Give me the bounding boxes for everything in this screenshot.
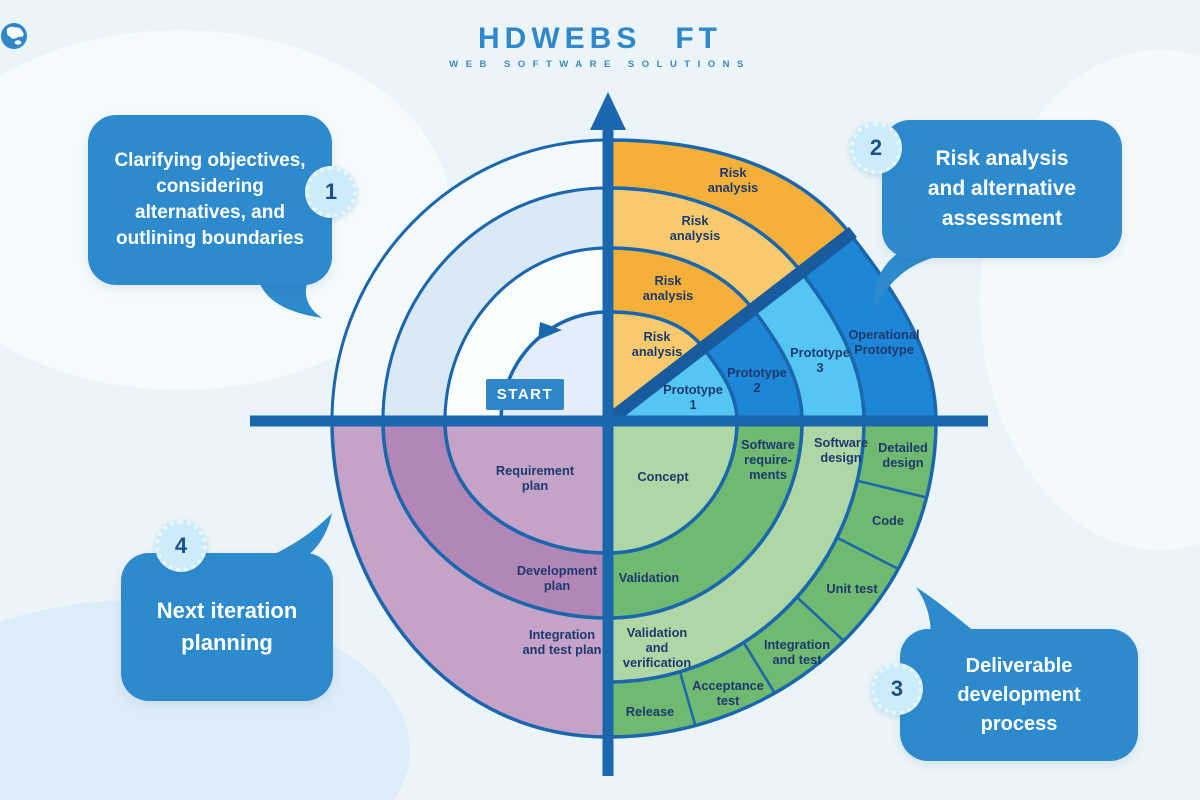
segment-divider-acceptance-release [678, 670, 697, 728]
callout-1-line: Clarifying objectives, [114, 150, 306, 171]
diagonal-divider [604, 226, 857, 427]
callout-2-risk-analysis: Risk analysis and alternative assessment [882, 120, 1122, 258]
segment-divider-integration-acceptance [742, 641, 777, 695]
start-chip: START [486, 379, 564, 410]
callout-2-line: Risk analysis [935, 147, 1069, 170]
speech-tail-3 [916, 587, 975, 632]
quadrant3-band-concept [606, 419, 739, 555]
callout-1-line: considering [156, 176, 264, 197]
callout-2-line: assessment [941, 207, 1063, 230]
segment-divider-detailed-code [857, 479, 926, 499]
axis-arrow-up-icon [590, 92, 626, 130]
callout-3-line: process [980, 712, 1058, 735]
logo: HDWEBS FT WEB SOFTWARE SOLUTIONS [0, 22, 1200, 70]
logo-text-suffix: FT [675, 22, 722, 55]
spiral-direction-arrow-icon [538, 322, 562, 340]
callout-4-number-badge: 4 [155, 520, 207, 572]
label-unit-test: Unit test [826, 581, 878, 596]
label-validation: Validation [619, 570, 680, 585]
callout-4-next-iteration: Next iteration planning [121, 553, 333, 701]
callout-4-line: planning [181, 630, 273, 655]
callout-4-line: Next iteration [156, 598, 298, 623]
callout-3-line: development [957, 683, 1081, 706]
callout-1-objectives: Clarifying objectives, considering alter… [88, 115, 332, 285]
label-release: Release [626, 704, 674, 719]
callout-1-line: outlining boundaries [116, 228, 304, 249]
callout-1-number-badge: 1 [305, 166, 357, 218]
callout-3-deliverable: Deliverable development process [900, 629, 1138, 761]
label-code: Code [872, 513, 904, 528]
logo-tagline: WEB SOFTWARE SOLUTIONS [449, 59, 751, 70]
speech-tail-1 [258, 279, 322, 318]
speech-tail-4 [271, 513, 332, 556]
segment-divider-unittest-integration [796, 596, 845, 642]
globe-icon [1, 23, 672, 53]
speech-tail-2 [874, 246, 947, 308]
callout-1-line: alternatives, and [135, 202, 285, 223]
label-concept: Concept [637, 469, 689, 484]
quadrant4-band-requirement-plan [443, 419, 610, 555]
callout-3-line: Deliverable [965, 654, 1073, 677]
callout-3-number-badge: 3 [871, 663, 923, 715]
segment-divider-code-unittest [836, 536, 898, 570]
callout-2-number-badge: 2 [850, 122, 902, 174]
callout-2-line: and alternative [927, 177, 1077, 200]
logo-text-prefix: HDWEBS [478, 22, 642, 55]
